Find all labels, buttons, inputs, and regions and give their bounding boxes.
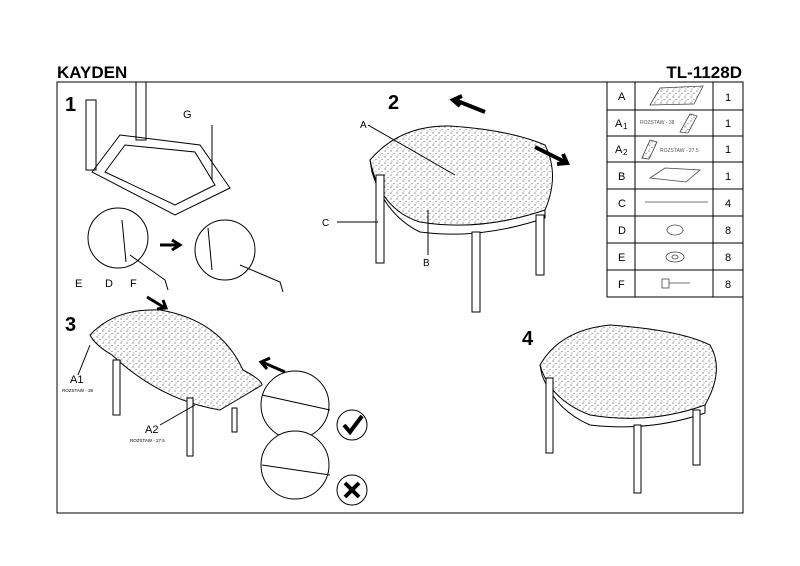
part-id: E [618,252,625,264]
step4-drawing [539,324,717,494]
part-qty: 1 [725,144,731,156]
bolt-icon [661,278,690,289]
frame-icon [648,167,702,183]
label-b: B [423,258,430,269]
part-qty: 8 [725,252,731,264]
part-id: D [618,225,626,237]
washer-icon [665,251,685,263]
part-id: C [618,198,626,210]
arrow-icon [449,94,486,114]
part-id: F [618,279,625,291]
spacing-note: ROZSTAW - 38 [62,388,93,393]
tabletop-icon [649,85,704,106]
step-number: 3 [65,314,76,336]
extension-leaf-icon [641,139,658,160]
svg-text:ROZSTAW - 38: ROZSTAW - 38 [640,120,675,126]
arrow-icon [258,356,286,374]
spacing-note: ROZSTAW - 27.5 [130,438,165,443]
part-qty: 8 [725,279,731,291]
part-qty: 8 [725,225,731,237]
part-qty: 4 [725,198,731,210]
part-qty: 1 [725,92,731,104]
product-code: TL-1128D [666,63,742,82]
parts-table [606,81,744,298]
step-number: 4 [522,328,534,350]
part-id: A [615,144,623,156]
part-qty: 1 [725,171,731,183]
part-id: B [618,171,625,183]
label-d: D [105,278,113,290]
cross-icon [343,481,361,499]
svg-text:ROZSTAW - 27.5: ROZSTAW - 27.5 [660,148,699,154]
label-e: E [75,278,82,290]
label-g: G [183,109,192,121]
svg-text:2: 2 [623,148,628,157]
part-qty: 1 [725,118,731,130]
label-a: A [360,120,367,131]
spring-washer-icon [666,224,684,236]
check-icon [342,414,364,436]
step2-drawing [337,124,553,313]
part-id: A [618,91,626,103]
step3-drawing [77,309,368,506]
label-a1: A1 [70,374,83,386]
svg-text:1: 1 [623,122,628,131]
model-name: KAYDEN [57,63,128,82]
part-id: A [615,118,623,130]
step-number: 2 [388,92,399,114]
step1-drawing [85,81,284,293]
arrow-icon [146,295,169,311]
label-f: F [130,278,137,290]
step-number: 1 [65,94,76,116]
label-c: C [322,218,329,229]
extension-leaf-icon [679,113,698,134]
arrow-icon [160,238,183,252]
arrow-icon [534,145,570,166]
label-a2: A2 [145,424,158,436]
